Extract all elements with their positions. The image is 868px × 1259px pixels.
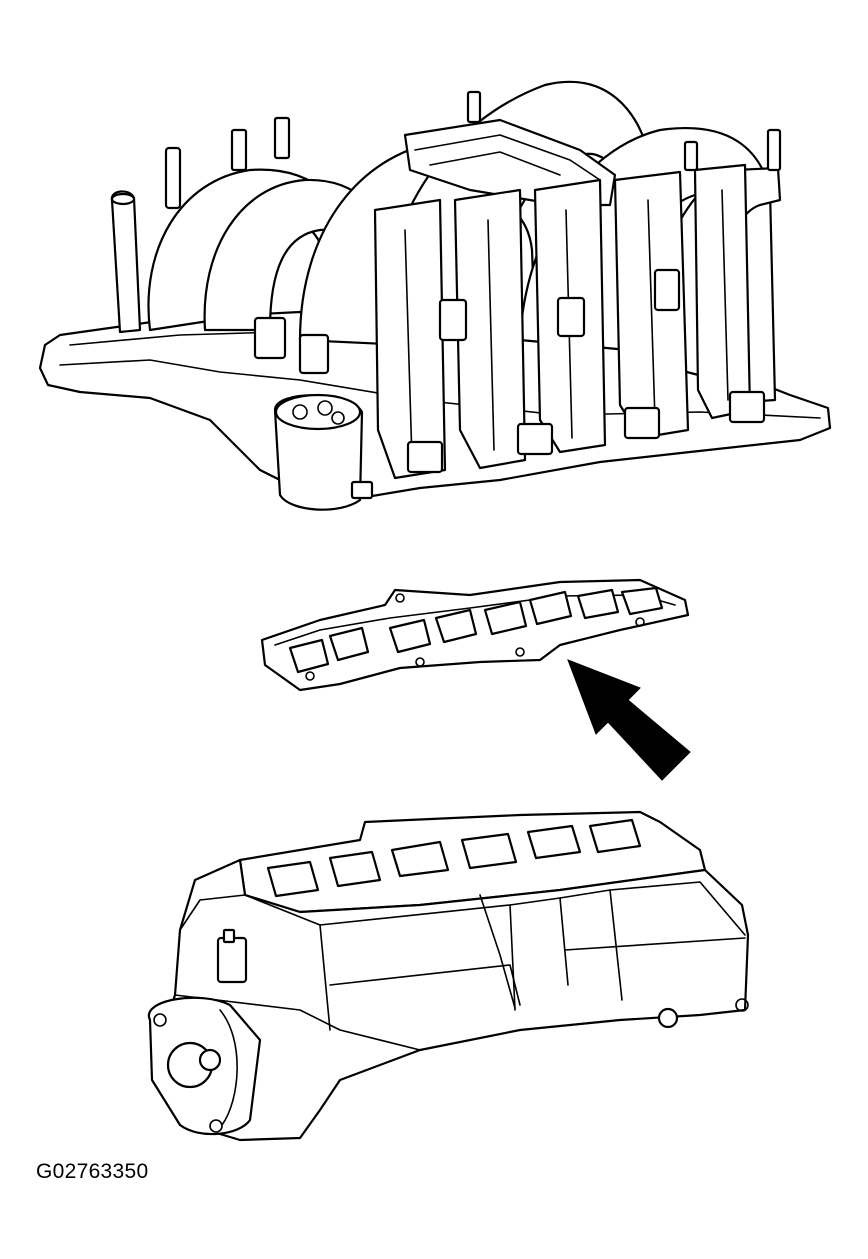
figure-code: G02763350 [36, 1160, 149, 1183]
upper-intake-manifold [38, 80, 832, 511]
lower-intake-manifold [147, 810, 750, 1142]
intake-gasket [260, 578, 690, 692]
gasket-pointer-arrow [567, 659, 691, 781]
